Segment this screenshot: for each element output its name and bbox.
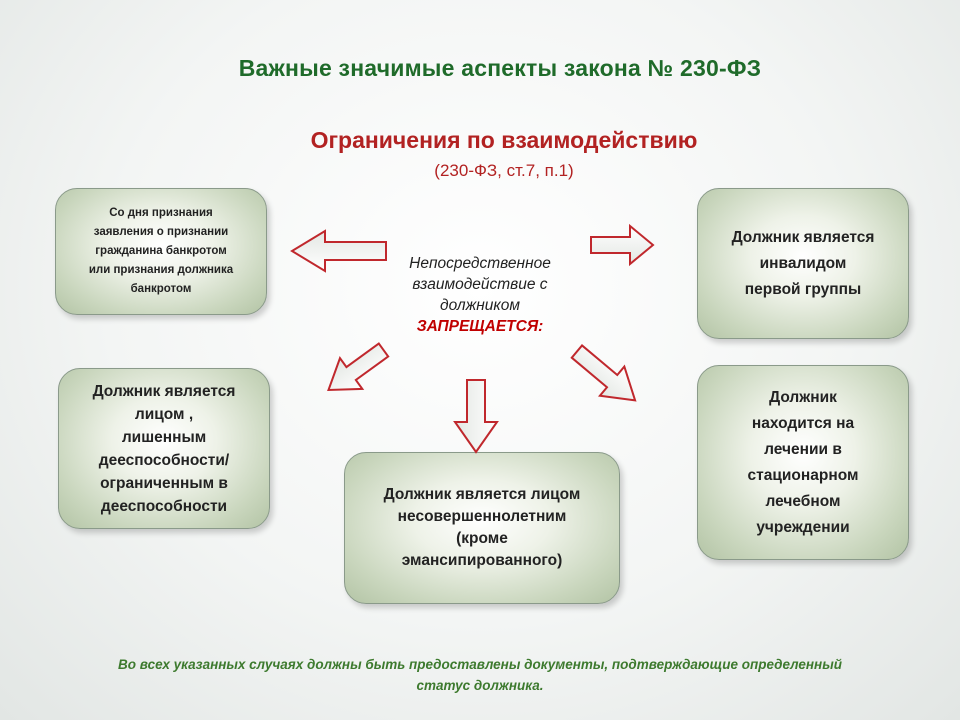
box-bankrupt-text: Со дня признания заявления о признании г… [88,207,234,295]
box-disabled: Должник является инвалидом первой группы [697,188,909,339]
box-minor-text: Должник является лицом несовершеннолетни… [383,486,581,569]
box-hospital-text: Должник находится на лечении в стационар… [747,388,859,536]
center-statement: Непосредственное взаимодействие с должни… [380,232,580,358]
slide-subtitle: Ограничения по взаимодействию [310,127,698,153]
arrow-down-right [570,344,637,402]
forbidden-label: ЗАПРЕЩАЕТСЯ: [416,318,544,335]
arrow-down [453,379,499,454]
box-incapacitated: Должник является лицом , лишенным дееспо… [58,368,270,529]
arrow-left [290,229,387,273]
box-incapacitated-text: Должник является лицом , лишенным дееспо… [92,382,236,515]
center-text: Непосредственное взаимодействие с должни… [409,255,551,314]
box-hospital: Должник находится на лечении в стационар… [697,365,909,560]
law-reference: (230-ФЗ, ст.7, п.1) [434,161,574,180]
box-bankrupt: Со дня признания заявления о признании г… [55,188,267,315]
slide-title: Важные значимые аспекты закона № 230-ФЗ [238,55,762,81]
footer-note: Во всех указанных случаях должны быть пр… [118,657,842,693]
arrow-down-left [327,342,390,392]
arrow-right [590,223,655,267]
box-disabled-text: Должник является инвалидом первой группы [731,228,875,298]
box-minor: Должник является лицом несовершеннолетни… [344,452,620,604]
